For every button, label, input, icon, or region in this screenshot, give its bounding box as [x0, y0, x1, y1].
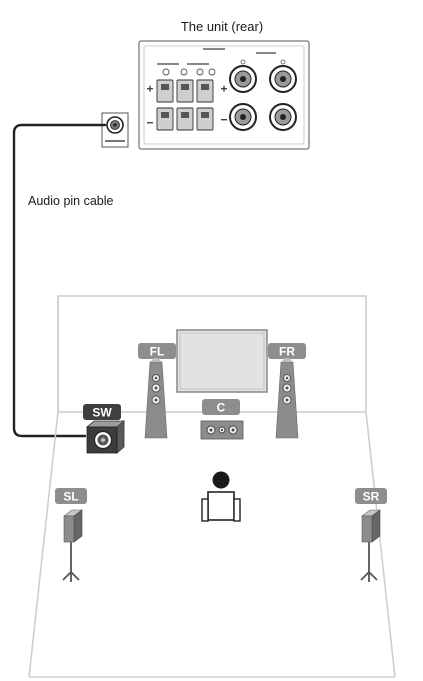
- tag-c: [202, 399, 240, 415]
- speaker-sl: SL: [55, 488, 87, 582]
- tv-icon: [176, 329, 268, 393]
- unit-rear-panel: [101, 40, 310, 150]
- subwoofer-preout-jack: [101, 112, 129, 148]
- listener-icon: [201, 471, 241, 522]
- tag-sr: [355, 488, 387, 504]
- cable-label: Audio pin cable: [28, 194, 114, 208]
- tag-fl: [138, 343, 176, 359]
- speaker-fl: FL: [138, 343, 176, 439]
- surround-speaker-icon: [360, 509, 381, 582]
- tag-c-label: C: [217, 401, 226, 415]
- tag-sl: [55, 488, 87, 504]
- tag-sl-label: SL: [63, 490, 78, 504]
- tag-sw: [83, 404, 121, 420]
- center-speaker-icon: [200, 420, 244, 440]
- tag-fr: [268, 343, 306, 359]
- subwoofer-icon: [85, 420, 126, 454]
- speaker-sr: SR: [355, 488, 387, 582]
- speaker-sw: SW: [83, 404, 126, 454]
- tag-fl-label: FL: [150, 345, 165, 359]
- tower-speaker-icon: [275, 358, 299, 439]
- unit-rear-title: The unit (rear): [181, 19, 263, 34]
- tag-fr-label: FR: [279, 345, 295, 359]
- tag-sr-label: SR: [363, 490, 380, 504]
- audio-pin-cable: [12, 123, 107, 438]
- tag-sw-label: SW: [92, 406, 112, 420]
- tower-speaker-icon: [144, 358, 168, 439]
- speaker-fr: FR: [268, 343, 306, 439]
- surround-speaker-icon: [62, 509, 83, 582]
- speaker-c: C: [200, 399, 244, 440]
- front-binding-posts: [229, 59, 297, 131]
